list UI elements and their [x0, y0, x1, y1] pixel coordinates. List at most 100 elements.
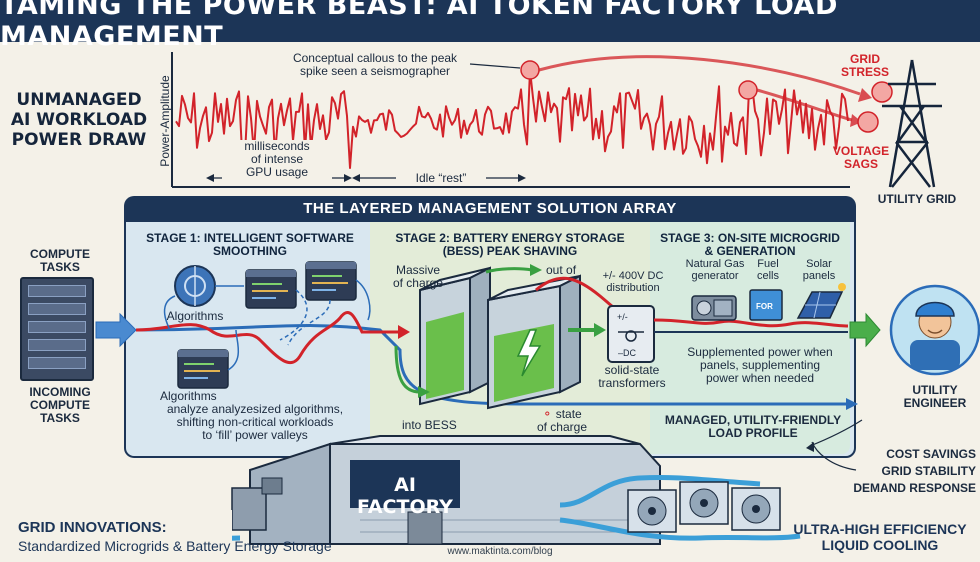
dc-distribution-label: +/- 400V DC distribution: [588, 270, 678, 294]
voltage-sags-label: VOLTAGE SAGS: [826, 145, 896, 171]
utility-engineer-line: UTILITY: [912, 383, 958, 397]
utility-engineer-line: ENGINEER: [903, 396, 967, 410]
footer-right-line: ULTRA-HIGH EFFICIENCY: [793, 521, 967, 537]
gas-generator-line: generator: [691, 270, 739, 282]
state-of-charge-line: state: [555, 407, 582, 421]
battery-storage-icon: [419, 266, 491, 406]
voltage-sags-line: VOLTAGE: [832, 144, 890, 158]
stage3-title-line: STAGE 3: ON-SITE MICROGRID: [660, 231, 840, 245]
battery-storage-icon: [487, 274, 581, 410]
benefit-item: COST SAVINGS: [886, 447, 976, 461]
footer-right: ULTRA-HIGH EFFICIENCY LIQUID COOLING: [790, 521, 970, 553]
stage2-title-line: (BESS) PEAK SHAVING: [442, 244, 578, 258]
cooling-unit-icon: [627, 489, 677, 533]
transformer-icon: +/- –DC: [607, 305, 655, 363]
footer-right-line: LIQUID COOLING: [821, 537, 939, 553]
footer-left-title: GRID INNOVATIONS:: [18, 519, 167, 536]
stage3-title: STAGE 3: ON-SITE MICROGRID & GENERATION: [650, 232, 850, 258]
stage1-title-line: SMOOTHING: [213, 244, 287, 258]
footer-left: [0, 510, 232, 562]
footer-left-sub: Standardized Microgrids & Battery Energy…: [18, 538, 332, 554]
stage1-desc-line: Algorithms: [160, 389, 217, 403]
supplement-line: panels, supplementing: [699, 358, 821, 372]
managed-profile-line: LOAD PROFILE: [708, 426, 798, 440]
callout-line: spike seen a seismographer: [299, 64, 451, 78]
massive-charge-label: Massive of charge: [378, 264, 458, 290]
fuel-cells-label: Fuel cells: [748, 258, 788, 282]
utility-engineer-label: UTILITY ENGINEER: [890, 384, 980, 410]
solution-title: THE LAYERED MANAGEMENT SOLUTION ARRAY: [124, 196, 856, 222]
gpu-burst-label: milliseconds of intense GPU usage: [222, 140, 332, 179]
fuel-cell-icon: FOR: [749, 289, 783, 321]
transformer-dc-symbol: –DC: [618, 348, 637, 358]
supplement-note: Supplemented power when panels, suppleme…: [670, 346, 850, 385]
compute-tasks-line: TASKS: [40, 260, 80, 274]
benefit-item: GRID STABILITY: [881, 464, 976, 478]
incoming-tasks-line: INCOMING: [29, 385, 91, 399]
out-of-label: out of: [546, 263, 577, 277]
transformer-ac-symbol: +/-: [617, 312, 628, 322]
voltage-sags-line: SAGS: [843, 157, 878, 171]
compute-tasks-line: COMPUTE: [30, 247, 90, 261]
massive-charge-line: of charge: [392, 276, 444, 290]
utility-engineer-avatar: [889, 284, 980, 376]
code-window-icon: [177, 349, 229, 389]
stage2-title: STAGE 2: BATTERY ENERGY STORAGE (BESS) P…: [372, 232, 648, 258]
incoming-tasks-line: TASKS: [40, 411, 80, 425]
stage1-desc-line: to ‘fill’ power valleys: [202, 428, 308, 442]
state-of-charge-icon: ⚬: [542, 407, 553, 421]
stage2-title-line: STAGE 2: BATTERY ENERGY STORAGE: [395, 231, 625, 245]
footer-url: www.maktinta.com/blog: [447, 546, 553, 557]
stage3-panel-bg: [650, 222, 850, 454]
unmanaged-label-line: AI WORKLOAD: [10, 110, 148, 130]
benefits-list: COST SAVINGS GRID STABILITY DEMAND RESPO…: [820, 446, 976, 497]
gpu-burst-line: of intense: [250, 152, 304, 166]
stage1-desc-line: analyze analyzesized algorithms,: [166, 402, 344, 416]
brain-algorithm-icon: [174, 265, 216, 307]
gas-generator-label: Natural Gas generator: [678, 258, 752, 282]
stage1-desc-line: shifting non-critical workloads: [176, 415, 334, 429]
fuel-cells-line: cells: [756, 270, 779, 282]
gpu-burst-line: GPU usage: [245, 165, 309, 179]
fuel-cells-line: Fuel: [757, 258, 779, 270]
input-arrow: [95, 312, 137, 348]
code-window-icon: [245, 269, 297, 309]
incoming-tasks-line: COMPUTE: [30, 398, 90, 412]
benefit-item: DEMAND RESPONSE: [853, 481, 976, 495]
stage1-title: STAGE 1: INTELLIGENT SOFTWARE SMOOTHING: [130, 232, 370, 258]
waveform-chart: [171, 52, 942, 188]
state-of-charge-label: ⚬ state of charge: [522, 408, 602, 434]
callout-line: Conceptual callous to the peak: [292, 51, 458, 65]
managed-profile-line: MANAGED, UTILITY-FRIENDLY: [664, 413, 842, 427]
solar-panels-label: Solar panels: [796, 258, 842, 282]
grid-stress-label: GRID STRESS: [830, 53, 900, 79]
solar-panels-line: panels: [802, 270, 836, 282]
gas-generator-line: Natural Gas: [685, 258, 745, 270]
ai-factory-label: AI FACTORY: [357, 474, 453, 518]
incoming-tasks-label: INCOMING COMPUTE TASKS: [10, 386, 110, 425]
transmission-tower-icon: [882, 59, 942, 188]
supplement-line: Supplemented power when: [687, 345, 833, 359]
unmanaged-label-line: POWER DRAW: [11, 130, 147, 150]
gas-generator-icon: [691, 295, 737, 321]
stage1-description: Algorithms analyze analyzesized algorith…: [150, 390, 360, 442]
grid-stress-marker: [871, 81, 893, 103]
massive-charge-line: Massive: [395, 263, 440, 277]
code-window-icon: [305, 261, 357, 301]
solar-panel-icon: [796, 283, 846, 319]
stage3-title-line: & GENERATION: [704, 244, 796, 258]
grid-stress-line: GRID: [850, 52, 880, 66]
solar-panels-line: Solar: [806, 258, 832, 270]
into-bess-label: into BESS: [402, 418, 457, 432]
transformer-line: solid-state: [604, 363, 660, 377]
gpu-burst-line: milliseconds: [244, 139, 310, 153]
grid-stress-line: STRESS: [840, 65, 889, 79]
unmanaged-label: UNMANAGED AI WORKLOAD POWER DRAW: [6, 90, 152, 150]
transformer-line: transformers: [598, 376, 666, 390]
fuel-cell-icon-text: FOR: [756, 302, 773, 311]
idle-label: Idle “rest”: [396, 171, 486, 185]
dc-distribution-line: distribution: [606, 282, 660, 294]
compute-tasks-label: COMPUTE TASKS: [10, 248, 110, 274]
ai-factory-building: [231, 435, 661, 545]
